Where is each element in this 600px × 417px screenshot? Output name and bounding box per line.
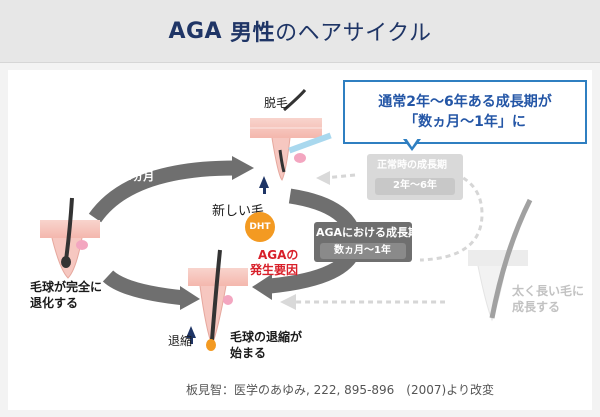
aga-cycle-arrowheads [180, 156, 272, 310]
label-aga-growth-title: AGAにおける成長期 [316, 226, 420, 239]
label-catagen-title: 退行期 [110, 300, 147, 314]
dht-badge: DHT [245, 212, 275, 242]
follicle-normal-long [468, 198, 533, 322]
callout-line-2: 「数ヵ月〜1年」に [404, 114, 526, 130]
label-shedding: 脱毛 [264, 96, 289, 110]
label-bulb-regression-start-1: 毛球の退縮が [230, 330, 303, 344]
normal-growth-period-pill [375, 178, 455, 195]
aga-growth-period-pill [320, 243, 406, 259]
citation: 板見智：医学のあゆみ, 222, 895-896 (2007)より改変 [186, 383, 494, 397]
label-normal-growth-title: 正常時の成長期 [377, 160, 447, 171]
label-bulb-regressed-1: 毛球が完全に [30, 280, 103, 294]
growth-shortening-callout: 通常2年〜6年ある成長期が 「数ヵ月〜1年」に [343, 80, 587, 144]
callout-tail-inner [406, 138, 418, 147]
label-aga-growth-period: 数ヵ月〜1年 [334, 245, 391, 256]
title-bold: 男性 [230, 21, 276, 46]
normal-cycle-arrowheads [280, 171, 330, 310]
label-bulb-regressed-2: 退化する [30, 296, 79, 310]
label-telogen-title: 休止期 [112, 154, 149, 168]
label-telogen-period: 3〜4ヵ月 [106, 170, 155, 183]
title-rest: のヘアサイクル [275, 21, 432, 46]
label-thick-long-1: 太く長い毛に [512, 284, 585, 298]
title-latin: AGA [168, 18, 223, 44]
title-bar: AGA 男性 のヘアサイクル [0, 0, 600, 63]
label-retraction: 退縮 [168, 334, 193, 348]
label-aga-cause-1: AGAの [258, 248, 299, 262]
label-bulb-regression-start-2: 始まる [230, 346, 267, 360]
follicle-regressing [186, 249, 248, 351]
label-catagen-period: 2週間 [116, 316, 146, 329]
follicle-shedding [250, 89, 332, 194]
follicle-regressed [40, 197, 100, 279]
callout-line-1: 通常2年〜6年ある成長期が [378, 93, 552, 110]
label-thick-long-2: 成長する [512, 300, 561, 314]
label-aga-cause-2: 発生要因 [250, 263, 299, 277]
label-normal-growth-period: 2年〜6年 [393, 180, 437, 191]
